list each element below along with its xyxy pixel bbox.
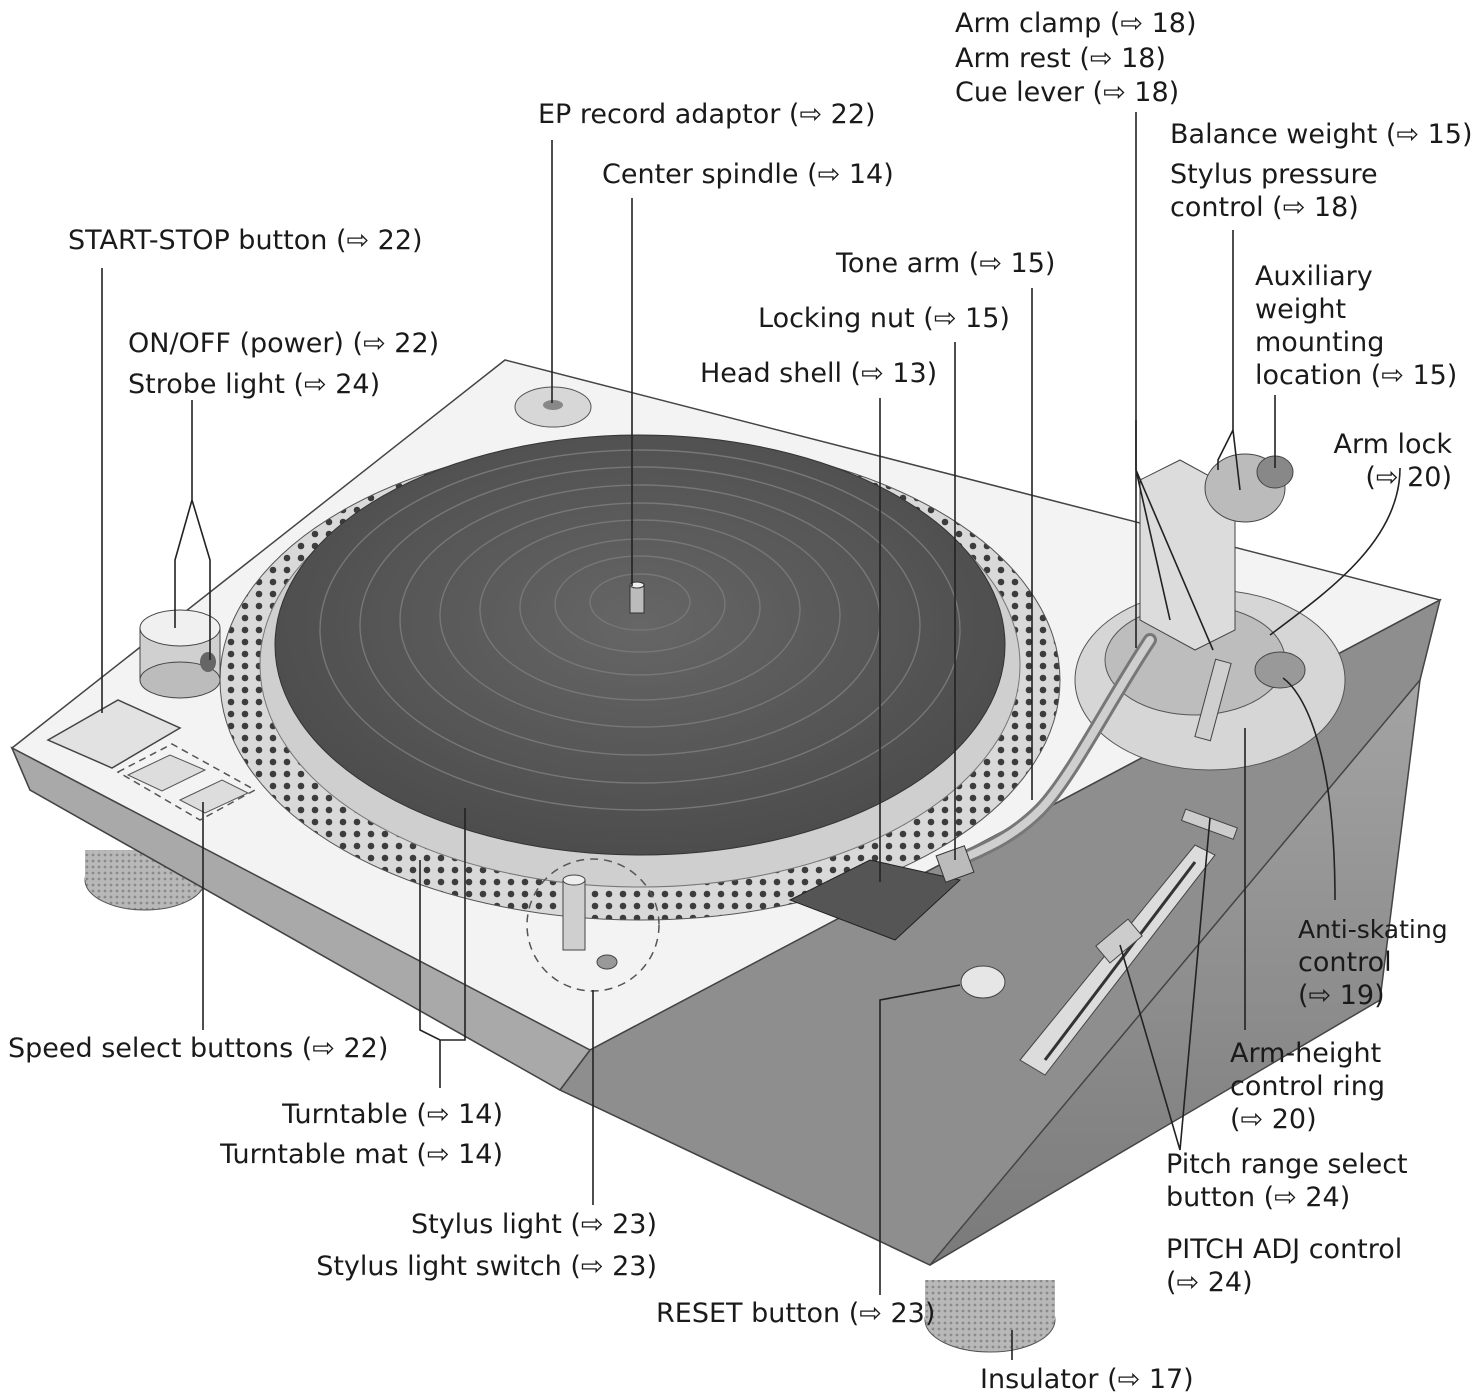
label-strobe-light: Strobe light (⇨ 24): [128, 369, 381, 400]
label-turntable: Turntable (⇨ 14): [282, 1099, 503, 1130]
label-ep-adaptor: EP record adaptor (⇨ 22): [538, 99, 876, 130]
pitch-slider-track: [1019, 844, 1216, 1076]
label-head-shell: Head shell (⇨ 13): [700, 358, 938, 389]
label-start-stop: START-STOP button (⇨ 22): [68, 225, 423, 256]
reset-shape: [960, 965, 1006, 999]
label-pitch-adj: PITCH ADJ control (⇨ 24): [1166, 1234, 1403, 1298]
turntable-mat-shape: [274, 434, 1006, 856]
label-speed-select: Speed select buttons (⇨ 22): [8, 1033, 389, 1064]
label-turntable-mat: Turntable mat (⇨ 14): [220, 1139, 503, 1170]
power-knob: [139, 609, 221, 699]
label-arm-clamp: Arm clamp (⇨ 18): [955, 8, 1197, 39]
label-arm-rest: Arm rest (⇨ 18): [955, 43, 1166, 74]
label-center-spindle: Center spindle (⇨ 14): [602, 159, 894, 190]
label-locking-nut: Locking nut (⇨ 15): [758, 303, 1010, 334]
leader-lines: [101, 112, 1401, 1360]
label-tone-arm: Tone arm (⇨ 15): [836, 248, 1056, 279]
center-spindle-shape: [629, 584, 645, 614]
head-shell-shape: [788, 859, 962, 941]
label-arm-lock: Arm lock (⇨ 20): [1333, 429, 1452, 493]
label-cue-lever: Cue lever (⇨ 18): [955, 77, 1180, 108]
label-anti-skating: Anti-skating control (⇨ 19): [1298, 915, 1448, 1011]
label-stylus-light-switch: Stylus light switch (⇨ 23): [316, 1251, 657, 1282]
label-aux-weight: Auxiliary weight mounting location (⇨ 15…: [1255, 261, 1458, 391]
label-balance-weight: Balance weight (⇨ 15): [1170, 119, 1473, 150]
label-pitch-range: Pitch range select button (⇨ 24): [1166, 1149, 1408, 1213]
label-stylus-light: Stylus light (⇨ 23): [410, 1209, 657, 1240]
label-arm-height: Arm-height control ring (⇨ 20): [1230, 1038, 1386, 1135]
label-on-off: ON/OFF (power) (⇨ 22): [128, 328, 440, 359]
label-insulator: Insulator (⇨ 17): [980, 1364, 1194, 1395]
label-reset: RESET button (⇨ 23): [656, 1298, 936, 1329]
label-stylus-pressure: Stylus pressure control (⇨ 18): [1170, 159, 1378, 223]
start-stop-shape: [46, 699, 182, 769]
